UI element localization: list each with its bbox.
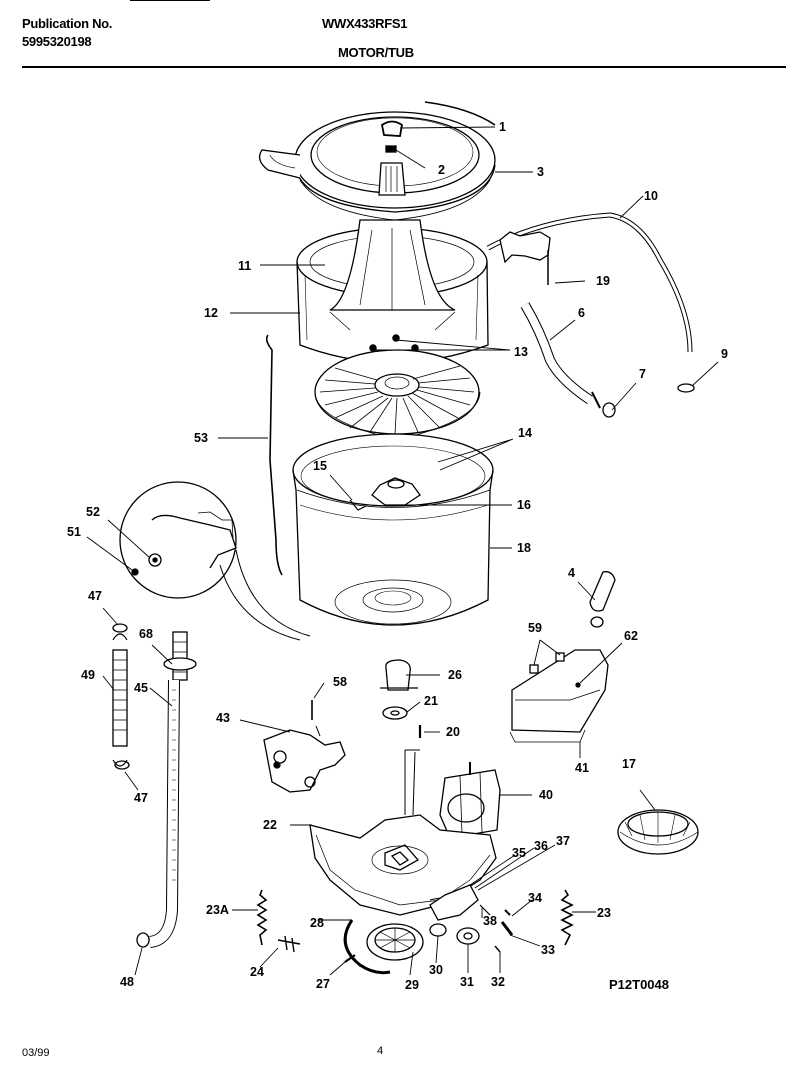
outer-tub-part <box>292 433 494 626</box>
callout-16: 16 <box>517 498 531 512</box>
callout-27: 27 <box>316 977 330 991</box>
callout-22: 22 <box>263 818 277 832</box>
pulley-part <box>343 897 466 975</box>
section-title: MOTOR/TUB <box>338 45 414 60</box>
callout-62: 62 <box>624 629 638 643</box>
callout-51: 51 <box>67 525 81 539</box>
callout-41: 41 <box>575 761 589 775</box>
tub-ring-part <box>258 101 496 221</box>
hose-6 <box>520 302 616 418</box>
callout-30: 30 <box>429 963 443 977</box>
callout-53: 53 <box>194 431 208 445</box>
drawing-code: P12T0048 <box>609 977 669 992</box>
drive-hub-part <box>349 477 421 511</box>
ring-17 <box>617 809 699 855</box>
pump-43 <box>263 700 346 793</box>
callout-28: 28 <box>310 916 324 930</box>
callout-38: 38 <box>483 914 497 928</box>
pump-housing-part <box>509 571 616 743</box>
callout-labels: 1 2 3 10 11 19 12 6 13 9 7 53 14 15 16 5… <box>67 120 728 992</box>
callout-6: 6 <box>578 306 585 320</box>
callout-33: 33 <box>541 943 555 957</box>
callout-10: 10 <box>644 189 658 203</box>
callout-47-top: 47 <box>88 589 102 603</box>
model-number: WWX433RFS1 <box>322 16 408 31</box>
hose-10 <box>486 212 695 393</box>
callout-47-bottom: 47 <box>134 791 148 805</box>
header-rule <box>22 66 786 68</box>
clamp-47-bottom <box>114 760 130 770</box>
callout-2: 2 <box>438 163 445 177</box>
callout-19: 19 <box>596 274 610 288</box>
leader-lines <box>86 126 719 976</box>
callout-12: 12 <box>204 306 218 320</box>
callout-29: 29 <box>405 978 419 992</box>
callout-31: 31 <box>460 975 474 989</box>
callout-3: 3 <box>537 165 544 179</box>
callout-32: 32 <box>491 975 505 989</box>
clamp-47-top <box>112 623 128 633</box>
callout-18: 18 <box>517 541 531 555</box>
callout-9: 9 <box>721 347 728 361</box>
callout-26: 26 <box>448 668 462 682</box>
callout-40: 40 <box>539 788 553 802</box>
screw-27 <box>344 954 356 963</box>
inner-basket-part <box>296 219 489 364</box>
callout-48: 48 <box>120 975 134 989</box>
clutch-parts <box>429 884 514 953</box>
publication-number: 5995320198 <box>22 34 92 49</box>
callout-36: 36 <box>534 839 548 853</box>
header-top-rule <box>130 0 210 1</box>
spring-24 <box>277 935 301 953</box>
mount-plate-part <box>309 749 497 916</box>
footer-date: 03/99 <box>22 1047 50 1059</box>
agitator-fin-disk <box>314 349 481 441</box>
spring-23a <box>256 889 268 946</box>
callout-37: 37 <box>556 834 570 848</box>
callout-7: 7 <box>639 367 646 381</box>
callout-43: 43 <box>216 711 230 725</box>
callout-13: 13 <box>514 345 528 359</box>
callout-23a: 23A <box>206 903 229 917</box>
callout-11: 11 <box>238 259 251 273</box>
callout-17: 17 <box>622 757 636 771</box>
callout-1: 1 <box>499 120 506 134</box>
hose-45 <box>136 631 197 948</box>
callout-24: 24 <box>250 965 264 979</box>
inlet-tube-part <box>265 334 283 576</box>
callout-59: 59 <box>528 621 542 635</box>
callout-20: 20 <box>446 725 460 739</box>
callout-49: 49 <box>81 668 95 682</box>
spring-23 <box>560 889 574 946</box>
standpipe-part <box>380 659 422 738</box>
callout-58: 58 <box>333 675 347 689</box>
callout-14: 14 <box>518 426 532 440</box>
callout-52: 52 <box>86 505 100 519</box>
agitator-cap-part <box>378 120 406 196</box>
motor-part <box>439 762 501 839</box>
callout-23: 23 <box>597 906 611 920</box>
callout-45: 45 <box>134 681 148 695</box>
hose-49 <box>112 633 128 767</box>
callout-21: 21 <box>424 694 438 708</box>
publication-label: Publication No. <box>22 16 113 31</box>
callout-15: 15 <box>313 459 327 473</box>
callout-68: 68 <box>139 627 153 641</box>
callout-4: 4 <box>568 566 575 580</box>
detail-circle <box>119 481 311 641</box>
footer-page-number: 4 <box>377 1045 384 1057</box>
callout-35: 35 <box>512 846 526 860</box>
callout-34: 34 <box>528 891 542 905</box>
